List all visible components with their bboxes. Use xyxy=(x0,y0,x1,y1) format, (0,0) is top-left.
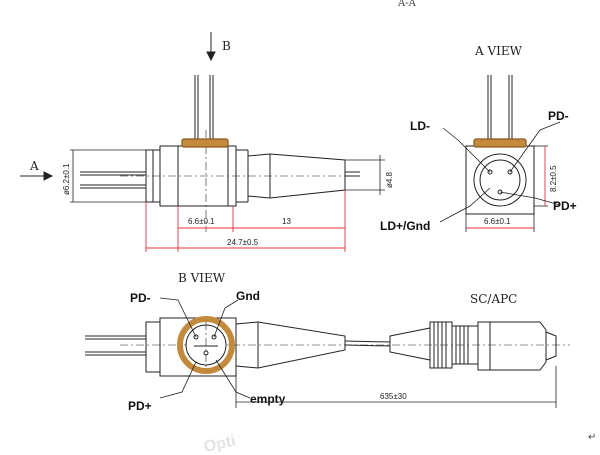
dim-dia-body-text: ø6.2±0.1 xyxy=(62,163,71,195)
side-top-pins xyxy=(194,75,214,140)
b-label-pd-plus: PD+ xyxy=(128,399,152,413)
a-view-leaders xyxy=(439,121,561,223)
b-label-gnd: Gnd xyxy=(236,289,260,303)
watermark-text: Opti xyxy=(202,433,237,455)
sc-apc-label: SC/APC xyxy=(470,292,517,306)
dim-dia-body xyxy=(70,149,146,203)
dim-body-width-text: 6.6±0.1 xyxy=(188,217,215,226)
dim-dia-tail-text: ø4.8 xyxy=(385,171,394,188)
paragraph-mark: ↵ xyxy=(588,432,596,443)
arrow-a xyxy=(20,171,54,181)
top-cut-label: A-A xyxy=(397,0,417,9)
b-view-title: B VIEW xyxy=(178,271,226,285)
dim-tail-length-text: 13 xyxy=(282,217,291,226)
side-view xyxy=(80,75,360,232)
side-cap xyxy=(181,138,229,148)
side-pins xyxy=(80,171,146,189)
a-view-cap xyxy=(473,138,527,148)
b-view-cap-ring xyxy=(177,316,235,374)
dim-cable-text: 635±30 xyxy=(380,392,407,401)
b-view-pins xyxy=(193,322,218,368)
a-label-ld-minus: LD- xyxy=(410,119,430,133)
dim-total-length-text: 24.7±0.5 xyxy=(227,238,259,247)
a-label-pd-plus: PD+ xyxy=(553,199,577,213)
a-label-ld-plus-gnd: LD+/Gnd xyxy=(380,219,430,233)
connector-housing xyxy=(477,321,547,371)
dim-a-height-text: 8.2±0.5 xyxy=(549,165,558,192)
a-view-body xyxy=(465,145,535,215)
a-view-outer-ring xyxy=(473,153,527,207)
b-label-pd-minus: PD- xyxy=(130,291,151,305)
b-view xyxy=(85,317,570,377)
arrow-b-label: B xyxy=(222,39,231,53)
b-label-empty: empty xyxy=(250,392,286,406)
arrow-a-label: A xyxy=(29,159,39,173)
connector-boot xyxy=(389,327,431,361)
dim-cable xyxy=(235,366,557,408)
a-view-title: A VIEW xyxy=(474,44,523,58)
dim-a-width-text: 6.6±0.1 xyxy=(484,217,511,226)
a-label-pd-minus: PD- xyxy=(548,109,569,123)
a-view xyxy=(465,75,548,232)
arrow-b xyxy=(206,32,216,62)
dim-dia-tail xyxy=(345,155,385,195)
dim-lines-side xyxy=(145,190,346,252)
